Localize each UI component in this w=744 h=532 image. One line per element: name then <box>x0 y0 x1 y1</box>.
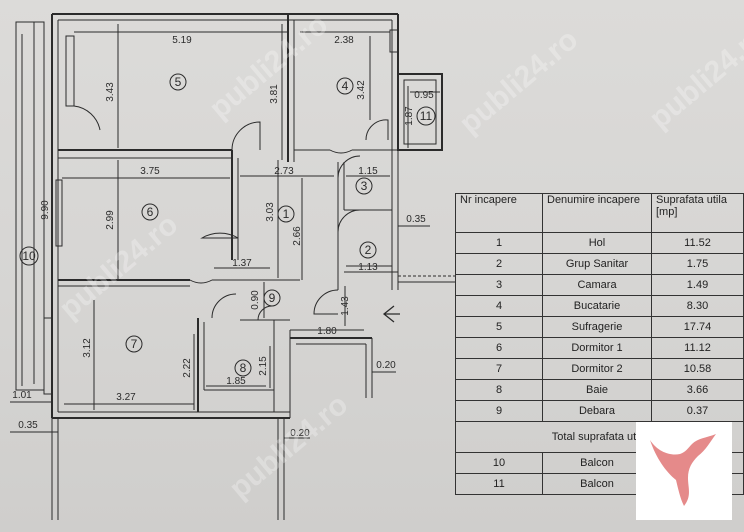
dim-180: 1.80 <box>317 326 337 337</box>
dim-8-height: 2.15 <box>258 356 269 376</box>
dim-020-lower: 0.20 <box>290 428 310 439</box>
room-2-label: 2 <box>365 243 372 257</box>
room-6-label: 6 <box>147 205 154 219</box>
room-3-marker <box>355 177 373 195</box>
watermark: publi24.ro <box>203 8 334 125</box>
dim-6-width: 3.75 <box>140 166 160 177</box>
dim-035-left: 0.35 <box>18 420 38 431</box>
room-2-marker <box>359 241 377 259</box>
watermark: publi24.ro <box>453 23 584 140</box>
dim-020-upper: 0.20 <box>376 360 396 371</box>
dim-303: 3.03 <box>265 202 276 222</box>
room-8-marker <box>234 359 252 377</box>
dim-222: 2.22 <box>182 358 193 378</box>
area-table: Nr incapere Denumire incapere Suprafata … <box>455 193 744 495</box>
dim-8-width: 1.85 <box>226 376 246 387</box>
dim-6-height: 2.99 <box>105 210 116 230</box>
dim-266: 2.66 <box>292 226 303 246</box>
room-1-label: 1 <box>283 207 290 221</box>
dim-4-height: 3.42 <box>356 80 367 100</box>
room-11-marker <box>416 106 436 126</box>
col-nr-header: Nr incapere <box>455 193 543 233</box>
room-8-label: 8 <box>240 361 247 375</box>
room-11-label: 11 <box>420 109 433 123</box>
dim-137: 1.37 <box>232 258 252 269</box>
watermark: publi24.ro <box>53 208 184 325</box>
dim-7-height: 3.12 <box>82 338 93 358</box>
room-9-label: 9 <box>269 291 276 305</box>
room-3-label: 3 <box>361 179 368 193</box>
watermark: publi24.ro <box>643 18 744 135</box>
dim-381: 3.81 <box>269 84 280 104</box>
dim-5-height: 3.43 <box>105 82 116 102</box>
col-area-header: Suprafata utila [mp] <box>651 193 744 233</box>
dim-4-width: 2.38 <box>334 35 354 46</box>
room-10-label: 10 <box>22 249 36 263</box>
dim-3-width: 1.15 <box>358 166 378 177</box>
balcony-10-outline <box>15 21 45 391</box>
watermark: publi24.ro <box>223 388 354 505</box>
dim-143: 1.43 <box>340 296 351 316</box>
dim-11-height: 1.87 <box>404 106 415 126</box>
room-5-marker <box>169 73 187 91</box>
room-7-marker <box>125 335 143 353</box>
publi24-logo <box>636 422 732 520</box>
room-5-label: 5 <box>175 75 182 89</box>
dim-7-width: 3.27 <box>116 392 136 403</box>
room-4-marker <box>336 77 354 95</box>
dim-10-width: 1.01 <box>12 390 32 401</box>
room-1-marker <box>277 205 295 223</box>
room-4-label: 4 <box>342 79 349 93</box>
door-5 <box>73 105 101 131</box>
dim-5-width: 5.19 <box>172 35 192 46</box>
bird-logo-icon <box>650 434 716 506</box>
dim-273: 2.73 <box>274 166 294 177</box>
dim-2-width: 1.13 <box>358 262 378 273</box>
room-7-label: 7 <box>131 337 138 351</box>
dim-035-right: 0.35 <box>406 214 426 225</box>
room-6-marker <box>141 203 159 221</box>
col-name-header: Denumire incapere <box>542 193 652 233</box>
room-9-marker <box>263 289 281 307</box>
dim-10-height: 9.90 <box>40 200 51 220</box>
dim-11-width: 0.95 <box>414 90 434 101</box>
room-10-marker <box>19 246 39 266</box>
dim-9-height: 0.90 <box>250 290 261 310</box>
